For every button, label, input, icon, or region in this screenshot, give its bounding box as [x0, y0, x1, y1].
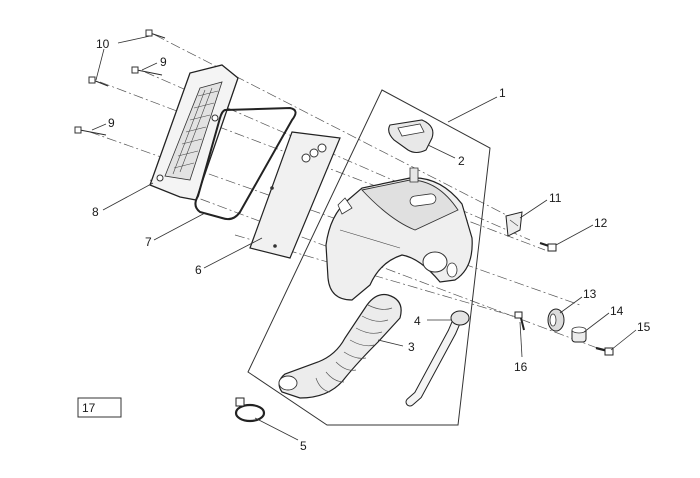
callout-9-upper: 9 [160, 55, 167, 69]
callout-7: 7 [145, 235, 152, 249]
callout-2: 2 [458, 154, 465, 168]
filter-cover [149, 64, 239, 201]
callout-1: 1 [499, 86, 506, 100]
mounting-clip [505, 211, 523, 237]
filter-element [249, 131, 341, 259]
callout-4: 4 [414, 314, 421, 328]
air-box-housing [325, 167, 473, 301]
hose-clamp [234, 397, 266, 423]
intake-duct [278, 293, 402, 399]
screw-9-lower [74, 126, 107, 136]
grommet [547, 308, 565, 332]
callout-10: 10 [96, 37, 110, 51]
callout-6: 6 [195, 263, 202, 277]
callout-11: 11 [549, 191, 562, 205]
bolt-12 [539, 241, 557, 252]
screw-9-upper [131, 66, 163, 76]
screw-10-bottom [88, 76, 109, 87]
callout-3: 3 [408, 340, 415, 354]
housing-group-outline [247, 89, 491, 426]
drain-tube [405, 310, 470, 407]
callout-14: 14 [610, 304, 624, 318]
reference-box-label: 17 [82, 401, 96, 415]
spacer [571, 326, 587, 343]
bolt-15 [595, 346, 614, 356]
reference-box-17: 17 [77, 397, 122, 418]
assembly-axes [89, 34, 609, 353]
screw-10-top [145, 29, 166, 39]
breather-cap [388, 119, 434, 154]
callout-labels: 1 2 3 4 5 6 7 8 9 9 10 11 12 13 14 15 16 [92, 37, 651, 453]
callout-13: 13 [583, 287, 597, 301]
callout-12: 12 [594, 216, 608, 230]
leader-lines [91, 35, 637, 441]
callout-9-lower: 9 [108, 116, 115, 130]
callout-5: 5 [300, 439, 307, 453]
screw-16 [514, 311, 525, 331]
gasket [194, 106, 297, 221]
callout-8: 8 [92, 205, 99, 219]
callout-15: 15 [637, 320, 651, 334]
callout-16: 16 [514, 360, 528, 374]
